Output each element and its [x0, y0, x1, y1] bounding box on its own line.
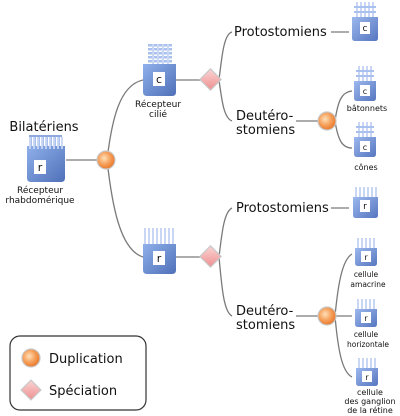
branch-rhabdo-proto: [218, 207, 233, 258]
batonnets-label: bâtonnets: [347, 104, 387, 113]
amacrine-label-line2: amacrine: [350, 280, 386, 289]
ciliary-label-line2: cilié: [149, 109, 167, 120]
batonnets-cell-icon: c: [354, 66, 376, 101]
ganglion-cell-icon: r: [356, 358, 378, 386]
amacrine-label-line1: cellule: [354, 270, 379, 279]
rhabdomeric-protostome-cell-letter: r: [363, 202, 367, 212]
cones-label: cônes: [354, 162, 377, 172]
ciliary-label-line1: Récepteur: [135, 99, 181, 110]
ciliary-speciation-node: [199, 68, 222, 91]
cones-cell-letter: c: [363, 143, 367, 152]
cones-cell-icon: c: [354, 122, 376, 157]
legend-speciation-label: Spéciation: [49, 384, 117, 399]
root-duplication-node: [96, 150, 116, 170]
batonnets-cell-letter: c: [363, 87, 367, 96]
horizontale-cell-letter: r: [364, 314, 368, 323]
rhabdomeric-receptor-icon: r: [143, 228, 176, 274]
rhabdomeric-deutero-name-line2: stomiens: [236, 318, 295, 333]
rhabdomeric-speciation-node: [199, 245, 222, 268]
legend-duplication-icon: [21, 348, 41, 368]
root-title: Bilatériens: [9, 120, 78, 135]
ciliary-protostome-cell-icon: c: [352, 2, 378, 41]
branch-amacrine: [334, 253, 353, 317]
amacrine-cell-icon: r: [355, 238, 377, 266]
branch-rhabdo-deutero: [218, 256, 233, 317]
ciliary-deutero-name-line2: stomiens: [236, 123, 295, 138]
root-receptor-label-line2: rhabdomérique: [5, 195, 75, 206]
root-receptor-icon: r: [27, 135, 65, 182]
ganglion-label-line1: cellule: [357, 388, 383, 397]
root-receptor-letter-box: [34, 160, 46, 174]
horizontale-label-line2: horizontale: [347, 340, 389, 349]
ciliary-receptor-letter: c: [156, 73, 162, 86]
ganglion-label-line3: de la rétine: [347, 405, 393, 415]
branch-cones: [334, 120, 353, 149]
root-receptor-label-line1: Récepteur: [17, 185, 63, 196]
rhabdomeric-deutero-name-line1: Deutéro-: [236, 304, 294, 319]
legend: Duplication Spéciation: [9, 335, 147, 411]
ciliary-receptor-icon: c: [143, 44, 176, 96]
ganglion-label-line2: des ganglion: [344, 397, 395, 406]
branch-rhabdomeric: [106, 159, 144, 258]
branch-ganglion: [334, 315, 353, 378]
ciliary-protostome-cell-letter: c: [363, 24, 368, 34]
branch-batonnets: [334, 90, 353, 122]
amacrine-cell-letter: r: [364, 253, 368, 262]
branch-ciliary-proto: [218, 31, 233, 81]
tree-branches: [66, 31, 353, 378]
rhabdomeric-receptor-letter: r: [157, 252, 162, 265]
branch-ciliary: [106, 79, 144, 161]
legend-speciation-icon: [20, 379, 42, 401]
legend-duplication-label: Duplication: [49, 352, 123, 367]
ciliary-deutero-name-line1: Deutéro-: [236, 109, 294, 124]
ciliary-deutero-duplication-node: [317, 111, 337, 131]
rhabdomeric-deutero-duplication-node: [317, 306, 337, 326]
root-receptor-letter: r: [38, 161, 43, 174]
rhabdomeric-protostome-cell-icon: r: [353, 187, 378, 218]
branch-ciliary-deutero: [218, 79, 233, 122]
horizontale-label-line1: cellule: [354, 330, 379, 339]
horizontale-cell-icon: r: [355, 299, 377, 327]
ciliary-protostome-name: Protostomiens: [234, 25, 327, 40]
legend-box: [9, 335, 147, 411]
rhabdomeric-protostome-name: Protostomiens: [236, 201, 329, 216]
ganglion-cell-letter: r: [365, 373, 369, 382]
